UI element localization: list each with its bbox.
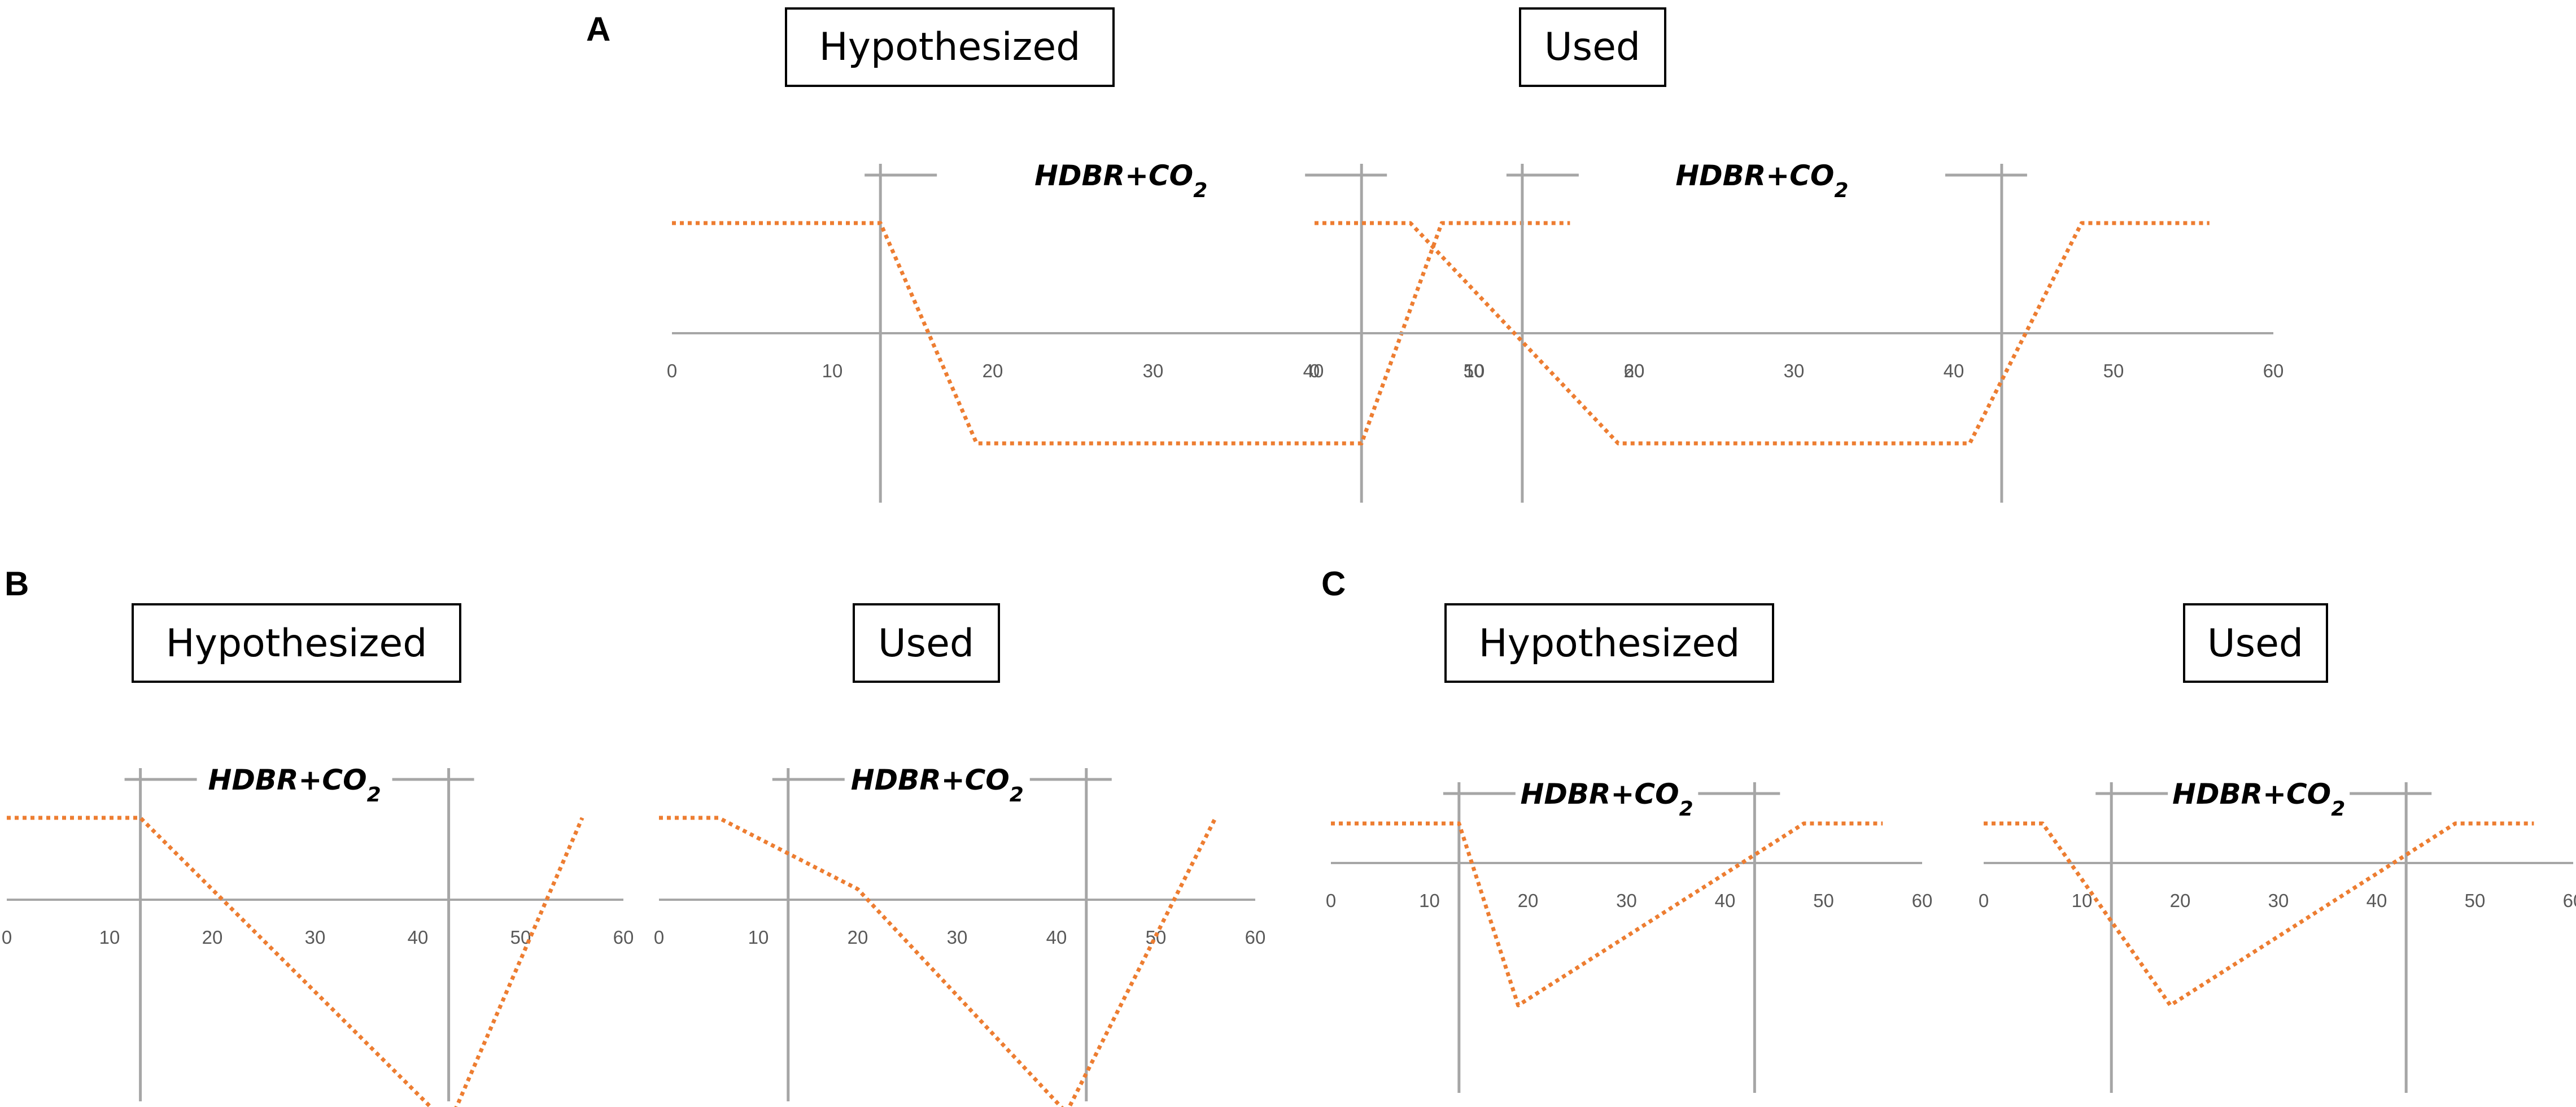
x-tick-label: 0 [667, 360, 677, 381]
x-tick-label: 60 [613, 927, 634, 948]
data-curve [1315, 221, 2210, 446]
x-tick-label: 10 [748, 927, 769, 948]
x-tick-label: 30 [947, 927, 968, 948]
x-tick-label: 60 [1245, 927, 1266, 948]
condition-label: HDBR+CO2 [2172, 778, 2345, 821]
plot-b-used: 0 10 20 30 40 50 60 HDBR+CO2 [654, 764, 1266, 1107]
data-curve [1331, 821, 1883, 1008]
x-tick-label: 40 [1046, 927, 1067, 948]
x-tick-label: 40 [1303, 360, 1324, 381]
plot-c-hypothesized: 0 10 20 30 40 50 60 HDBR+CO2 [1326, 778, 1933, 1093]
x-tick-label: 20 [848, 927, 868, 948]
x-tick-label: 30 [305, 927, 326, 948]
title-b-hypothesized: Hypothesized [166, 621, 427, 666]
title-c-hypothesized: Hypothesized [1479, 621, 1740, 666]
data-curve [659, 816, 1217, 1107]
x-tick-label: 50 [510, 927, 531, 948]
title-box-c-used [2183, 603, 2328, 683]
x-tick-label: 40 [2367, 890, 2387, 911]
x-tick-label: 0 [1326, 890, 1336, 911]
condition-label: HDBR+CO2 [1034, 159, 1207, 202]
x-tick-label: 30 [1784, 360, 1805, 381]
title-box-a-hypothesized [785, 7, 1115, 87]
x-tick-label: 10 [822, 360, 843, 381]
title-box-a-used [1519, 7, 1666, 87]
plot-b-hypothesized: 0 10 20 30 40 50 60 HDBR+CO2 [2, 764, 634, 1107]
title-a-hypothesized: Hypothesized [819, 25, 1081, 69]
x-tick-label: 0 [2, 927, 12, 948]
x-tick-label: 50 [1146, 927, 1167, 948]
panel-letter-b: B [5, 565, 29, 603]
x-tick-label: 50 [2103, 360, 2124, 381]
data-curve [7, 816, 584, 1107]
x-tick-label: 20 [2170, 890, 2191, 911]
plot-a-hypothesized: 0 10 20 30 40 50 60 HDBR+CO2 [667, 159, 1645, 503]
x-tick-label: 60 [2563, 890, 2576, 911]
panel-letter-a: A [586, 10, 610, 48]
title-b-used: Used [878, 621, 974, 666]
title-c-used: Used [2207, 621, 2303, 666]
x-tick-label: 0 [1979, 890, 1989, 911]
x-tick-label: 20 [1518, 890, 1539, 911]
x-tick-label: 40 [1715, 890, 1736, 911]
condition-label: HDBR+CO2 [1675, 159, 1848, 202]
x-tick-label: 0 [1309, 360, 1320, 381]
title-box-c-hypothesized [1444, 603, 1774, 683]
plot-a-used: 0 10 20 30 40 50 60 HDBR+CO2 [1309, 159, 2284, 503]
condition-label: HDBR+CO2 [1521, 778, 1693, 821]
title-a-used: Used [1544, 25, 1640, 69]
x-tick-label: 10 [99, 927, 120, 948]
x-tick-label: 60 [1624, 360, 1645, 381]
x-tick-label: 10 [2072, 890, 2093, 911]
plot-c-used: 0 10 20 30 40 50 60 HDBR+CO2 [1979, 778, 2576, 1093]
x-tick-label: 20 [202, 927, 223, 948]
x-tick-label: 10 [1419, 890, 1440, 911]
x-tick-label: 30 [1143, 360, 1164, 381]
condition-label: HDBR+CO2 [851, 764, 1024, 807]
x-tick-label: 50 [1813, 890, 1834, 911]
x-tick-label: 50 [2465, 890, 2486, 911]
x-tick-label: 10 [1464, 360, 1485, 381]
x-tick-label: 20 [983, 360, 1003, 381]
data-curve [1984, 821, 2534, 1008]
x-tick-label: 30 [2268, 890, 2289, 911]
title-box-b-used [853, 603, 1000, 683]
title-box-b-hypothesized [132, 603, 461, 683]
x-tick-label: 0 [654, 927, 664, 948]
panel-letter-c: C [1321, 565, 1346, 603]
x-tick-label: 60 [2263, 360, 2284, 381]
x-tick-label: 40 [408, 927, 429, 948]
condition-label: HDBR+CO2 [208, 764, 381, 807]
x-tick-label: 30 [1616, 890, 1637, 911]
data-curve [672, 221, 1570, 446]
x-tick-label: 20 [1624, 360, 1645, 381]
x-tick-label: 60 [1912, 890, 1933, 911]
x-tick-label: 40 [1944, 360, 1964, 381]
x-tick-label: 50 [1464, 360, 1485, 381]
